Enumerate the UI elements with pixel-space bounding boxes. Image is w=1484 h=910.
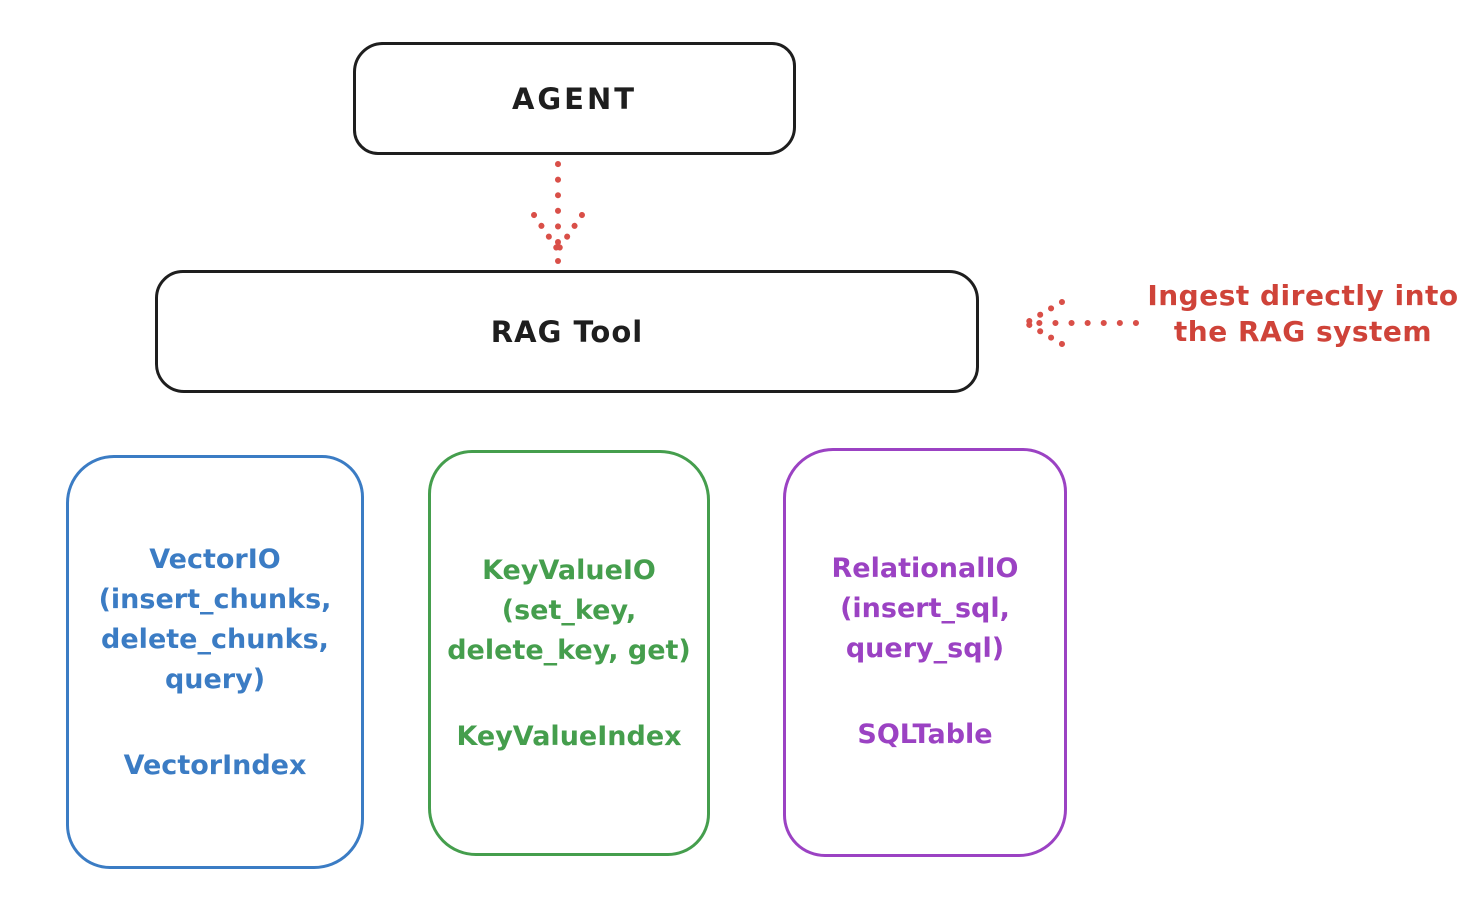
ingest-annotation-line2: the RAG system — [1173, 315, 1433, 348]
relational-io-node: RelationalIO(insert_sql,query_sql) SQLTa… — [783, 448, 1067, 857]
keyvalue-io-node-lines: KeyValueIO(set_key,delete_key, get) — [447, 555, 691, 666]
vector-index-label: VectorIndex — [123, 750, 307, 781]
sql-table-label: SQLTable — [857, 719, 993, 750]
vector-io-node: VectorIO(insert_chunks,delete_chunks,que… — [66, 455, 364, 869]
annotation-to-rag-arrow-icon — [1023, 299, 1139, 347]
keyvalue-index-label: KeyValueIndex — [456, 721, 682, 752]
keyvalue-io-node: KeyValueIO(set_key,delete_key, get) KeyV… — [428, 450, 710, 856]
vector-io-node-lines: VectorIO(insert_chunks,delete_chunks,que… — [98, 544, 332, 695]
agent-node: AGENT — [353, 42, 796, 155]
ingest-annotation-line1: Ingest directly into — [1147, 279, 1459, 312]
agent-to-rag-arrow-icon — [531, 161, 585, 264]
ingest-annotation: Ingest directly into the RAG system — [1125, 278, 1481, 350]
rag-tool-node: RAG Tool — [155, 270, 979, 393]
relational-io-node-lines: RelationalIO(insert_sql,query_sql) — [831, 553, 1019, 664]
rag-tool-node-label: RAG Tool — [490, 314, 644, 349]
agent-node-label: AGENT — [511, 81, 638, 116]
